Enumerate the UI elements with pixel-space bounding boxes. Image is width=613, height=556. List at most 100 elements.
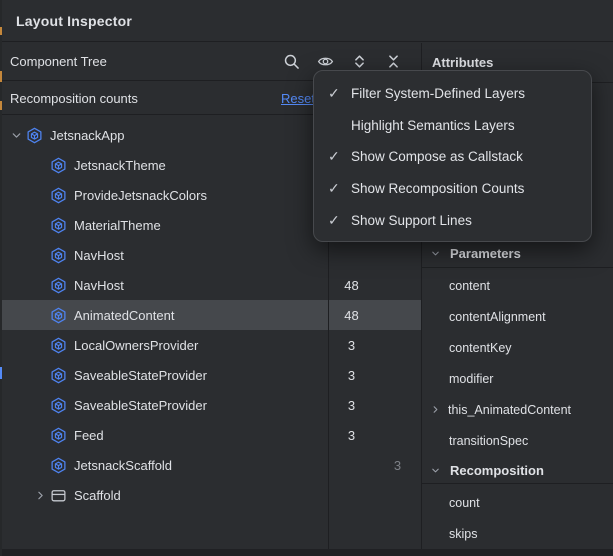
recomposition-count: 3 (347, 367, 356, 383)
table-row[interactable]: SaveableStateProvider 3 (0, 390, 421, 420)
attribute-row[interactable]: skips (422, 518, 613, 549)
menu-item-filter-system-defined-layers[interactable]: ✓ Filter System-Defined Layers (314, 78, 591, 110)
recomposition-count: 48 (344, 277, 359, 293)
chevron-down-icon[interactable] (6, 129, 26, 142)
recomposition-count: 48 (344, 307, 359, 323)
recomposition-count: 3 (347, 337, 356, 353)
skip-count (374, 240, 421, 270)
table-row[interactable]: SaveableStateProvider 3 (0, 360, 421, 390)
checkmark-icon: ✓ (328, 180, 340, 197)
table-row-selected[interactable]: AnimatedContent 48 (0, 300, 421, 330)
compose-node-icon (50, 307, 67, 324)
attribute-row[interactable]: contentKey (422, 332, 613, 363)
menu-item-show-compose-as-callstack[interactable]: ✓ Show Compose as Callstack (314, 141, 591, 173)
attribute-label: skips (449, 526, 478, 541)
recomposition-count: 3 (347, 397, 356, 413)
skip-count (374, 390, 421, 420)
skip-count (374, 330, 421, 360)
compose-node-icon (50, 397, 67, 414)
attribute-label: modifier (449, 371, 494, 386)
section-recomposition[interactable]: Recomposition (422, 457, 613, 484)
node-label: MaterialTheme (74, 217, 161, 233)
checkmark-icon: ✓ (328, 148, 340, 165)
node-label: Feed (74, 427, 104, 443)
window-left-edge (0, 0, 2, 556)
checkmark-icon: ✓ (328, 85, 340, 102)
view-options-eye-icon[interactable] (315, 52, 335, 72)
recomposition-count (329, 240, 374, 270)
menu-item-show-recomposition-counts[interactable]: ✓ Show Recomposition Counts (314, 173, 591, 205)
tree-toolbar (281, 52, 403, 72)
attribute-row[interactable]: transitionSpec (422, 425, 613, 456)
table-row[interactable]: ProvideJetsnackColors (0, 180, 421, 210)
menu-item-label: Show Support Lines (351, 212, 472, 228)
compose-node-icon (50, 217, 67, 234)
attribute-row-expandable[interactable]: this_AnimatedContent (422, 394, 613, 425)
skip-count (374, 360, 421, 390)
window-title: Layout Inspector (16, 12, 132, 29)
chevron-right-icon[interactable] (430, 404, 448, 415)
gutter-mark (0, 101, 2, 110)
table-row[interactable]: JetsnackTheme (0, 150, 421, 180)
checkmark-icon: ✓ (328, 211, 340, 228)
recomposition-count (329, 480, 374, 510)
compose-node-icon (50, 337, 67, 354)
table-row[interactable]: LocalOwnersProvider 3 (0, 330, 421, 360)
attributes-title: Attributes (432, 55, 494, 70)
compose-node-icon (50, 187, 67, 204)
node-label: Scaffold (74, 487, 121, 503)
expand-all-icon[interactable] (349, 52, 369, 72)
node-label: JetsnackScaffold (74, 457, 173, 473)
gutter-mark (0, 367, 2, 379)
node-label: NavHost (74, 247, 124, 263)
menu-item-label: Filter System-Defined Layers (351, 86, 526, 102)
recomposition-counts-label: Recomposition counts (10, 90, 138, 106)
node-label: ProvideJetsnackColors (74, 187, 207, 203)
menu-item-highlight-semantics-layers[interactable]: Highlight Semantics Layers (314, 110, 591, 142)
menu-item-label: Highlight Semantics Layers (351, 117, 515, 133)
attribute-label: contentAlignment (449, 309, 546, 324)
counts-column-divider (328, 115, 329, 549)
compose-node-icon (50, 277, 67, 294)
attribute-row[interactable]: modifier (422, 363, 613, 394)
attribute-label: count (449, 495, 480, 510)
recomposition-counts-bar: Recomposition counts Reset (0, 82, 421, 115)
menu-item-label: Show Compose as Callstack (351, 149, 523, 165)
attribute-label: transitionSpec (449, 433, 529, 448)
attributes-panel-divider[interactable] (421, 43, 422, 549)
reset-link[interactable]: Reset (281, 91, 315, 106)
attribute-row[interactable]: contentAlignment (422, 301, 613, 332)
table-row[interactable]: NavHost (0, 240, 421, 270)
attribute-label: this_AnimatedContent (448, 402, 571, 417)
chevron-down-icon (430, 248, 450, 259)
compose-node-icon (50, 427, 67, 444)
section-parameters[interactable]: Parameters (422, 240, 613, 268)
collapse-all-icon[interactable] (383, 52, 403, 72)
section-title: Parameters (450, 246, 521, 261)
compose-node-icon (50, 247, 67, 264)
attribute-row[interactable]: content (422, 270, 613, 301)
table-row[interactable]: Scaffold (0, 480, 421, 510)
page-title: Layout Inspector (0, 0, 613, 42)
chevron-right-icon[interactable] (30, 489, 50, 502)
menu-item-label: Show Recomposition Counts (351, 181, 525, 197)
attribute-row[interactable]: count (422, 487, 613, 518)
table-row[interactable]: Feed 3 (0, 420, 421, 450)
table-row[interactable]: MaterialTheme (0, 210, 421, 240)
skip-count (374, 420, 421, 450)
scaffold-view-icon (50, 487, 67, 504)
node-label: SaveableStateProvider (74, 367, 207, 383)
menu-item-show-support-lines[interactable]: ✓ Show Support Lines (314, 204, 591, 236)
table-row[interactable]: JetsnackScaffold 3 (0, 450, 421, 480)
view-options-menu: ✓ Filter System-Defined Layers Highlight… (313, 70, 592, 242)
attribute-label: content (449, 278, 491, 293)
node-label: AnimatedContent (74, 307, 175, 323)
compose-node-icon (50, 457, 67, 474)
skip-count (374, 480, 421, 510)
table-row[interactable]: NavHost 48 (0, 270, 421, 300)
gutter-mark (0, 71, 2, 82)
table-row[interactable]: JetsnackApp (0, 120, 421, 150)
search-icon[interactable] (281, 52, 301, 72)
skip-count: 3 (393, 457, 402, 473)
